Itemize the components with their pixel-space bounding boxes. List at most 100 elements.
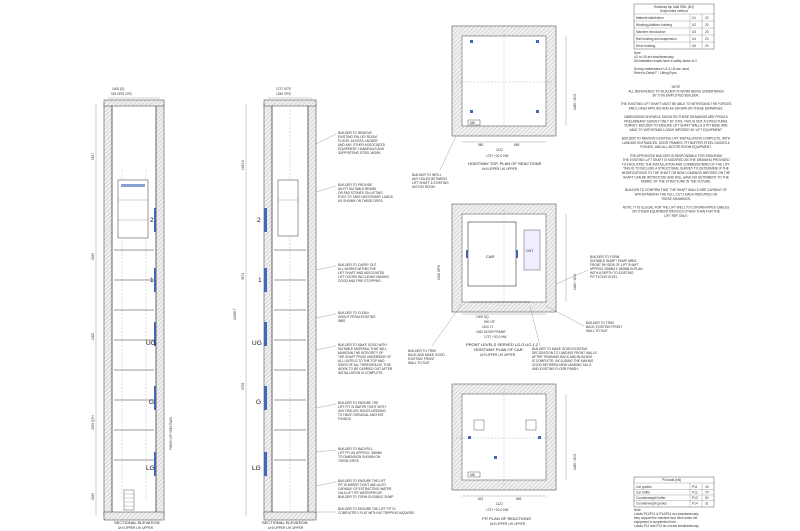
top-note-line: Note [634,51,641,55]
floor2-label-2: 2 [257,217,261,224]
floor-label-ug: UG [146,340,156,347]
general-note-line: BUILDER TO REMOVE EXISTING LIFT INSTALLA… [622,137,731,141]
sec2-sub: UHI UPPER LHI UPPER [268,526,304,530]
svg-text:MB: MB [470,473,475,477]
floor-label-2: 2 [150,217,154,224]
plan-hoistway-top: MB 560 665 1122 1737 +20-0 HW 1460 +20-0… [451,25,577,171]
pit-dim-d2: 1460 +20-0 [573,454,577,470]
plan-pit: MB 621 665 1122 1737 +20-0 HW 1460 +20-0… [451,383,577,526]
top-row-code: U2 [692,23,696,27]
cwt-label: CWT [526,249,533,253]
dim-f2-1: 1000 [91,333,95,340]
top-row-code: U3 [692,30,696,34]
plan-top-sub: UHI UPPER LHI UPPER [482,167,518,171]
floor2-label-g: G [256,399,261,406]
general-note-line: ABLE TO WITHSTAND LOADS IMPOSED BY LIFT … [629,128,722,132]
pit-row-label: Car guides [636,485,652,489]
general-note-line: THE EXISTING LIFT SHAFT MUST BE ABLE TO … [621,102,732,106]
plan-mid-door: 1462 DOOR FRAME [476,330,506,334]
general-note-line: MODIFICATIONS TO THE SHAFT OR NEW LOADIN… [622,171,731,175]
rail-brackets-1 [114,249,154,461]
general-note-line: THIS IS TO INCLUDE A STRUCTURAL SURVEY T… [623,167,729,171]
general-note-line: TO FACILITATE THE INSTALLATION AND COMMI… [622,162,730,166]
sec1-dim-top2: 925 DRG CRC [111,92,133,96]
general-note-line: BUILDER TO CONFIRM THAT THE SHAFT WALLS … [625,188,727,192]
car-label: CAR [486,254,495,259]
top-row-code: U1 [692,16,696,20]
plan-top-dim-w: 1737 +20-0 HW [486,154,508,158]
pit-note-line: they support the machine and hitch when … [634,516,698,520]
pit-row-code: P13 [692,496,698,500]
pit-row-label: Counterweight buffer [636,496,666,500]
general-note-line: BY OTIS EMPLOYED BUILDER. [653,94,700,98]
general-note-line: DIMENSIONS SHOWN & TAKEN ON THESE DRAWIN… [624,115,728,119]
general-note-line: THE EXISTING LIFT SHAFT IS MODIFIED AS T… [622,158,730,162]
top-row-value: 20 [705,44,709,48]
pit-row-code: P12 [692,491,698,495]
top-note-line: During maintenance U2 & U5 are used [634,67,689,71]
svg-text:MB: MB [470,121,475,125]
dim-head-1: 5647 [91,153,95,160]
pit-dim-w: 1737 +20-0 HW [486,508,508,512]
plan-hoistway-car: CAR CWT 1000 SQ 900 OP 1100 LT 1462 DOOR… [437,203,577,357]
general-note-line: FABRIC OF THE STRUCTURE IN THE FUTURE. [641,180,712,184]
general-note-line: ALL REFERENCE TO 'BUILDER' IS WORK BEING… [628,89,724,93]
general-note-line: FIXINGS, AND ALL MOTOR ROOM EQUIPMENT. [640,145,711,149]
rail-brackets-2 [274,249,306,461]
sec2-dim-top: 1737 SITE [276,87,291,91]
general-note-line: NOTE: IT IS ILLEGAL FOR THE LIFT WELL TO… [623,205,730,209]
plan-mid-title-2: HOISTWAY PLAN OF CAR [474,347,523,352]
general-note-line: PRELIMINARY SURVEY ONLY BY OTIS. THIS IS… [624,119,728,123]
plan-top-dim-d: 1460 +20-0 [573,94,577,110]
pit-note-line: Note [634,508,641,512]
sec1-sub: UHI UPPER LHI UPPER [118,526,154,530]
top-row-value: 20 [705,16,709,20]
pit-row-value: 31 [705,502,709,506]
sec1-title: SECTIONAL ELEVATION [114,520,160,525]
general-note-line: LIFT REF ONLY. [664,214,688,218]
top-row-value: 20 [705,23,709,27]
general-note-line: WITHSTANDING THE FULL CUT LOADS INDICATE… [635,193,718,197]
top-note-line: U2 to U5 act simultaneously [634,55,674,59]
plan-mid-door2: 1100 LT [482,325,493,329]
section-elevation-2: 1737 SITE 1250 OPG 2 1 UG G [233,87,317,530]
section-elevation-1: 1400 (D) 925 DRG CRC [91,87,173,530]
dim-f1-1: 2995 QTH [91,415,95,430]
pit-row-value: 79 [705,491,709,495]
dim-f4-2: 3671 [241,273,245,280]
top-row-value: 20 [705,30,709,34]
general-note-line: NOTE [672,85,681,89]
dim-f5-2: 3708 [241,383,245,390]
pit-row-label: Car buffer [636,491,651,495]
top-note-line: All installation loads have a safety fac… [634,59,697,63]
pit-dim-c: 1122 [496,502,503,506]
pit-row-value: 43 [705,485,709,489]
plan-mid-door3: 900 OP [484,320,495,324]
general-note-line: SHAFT CAN BE WITHSTOOD AND WILL HAVE NO … [623,175,729,179]
plan-top-dim-a: 560 [478,143,484,147]
top-row-label: Machine introduction [636,30,666,34]
